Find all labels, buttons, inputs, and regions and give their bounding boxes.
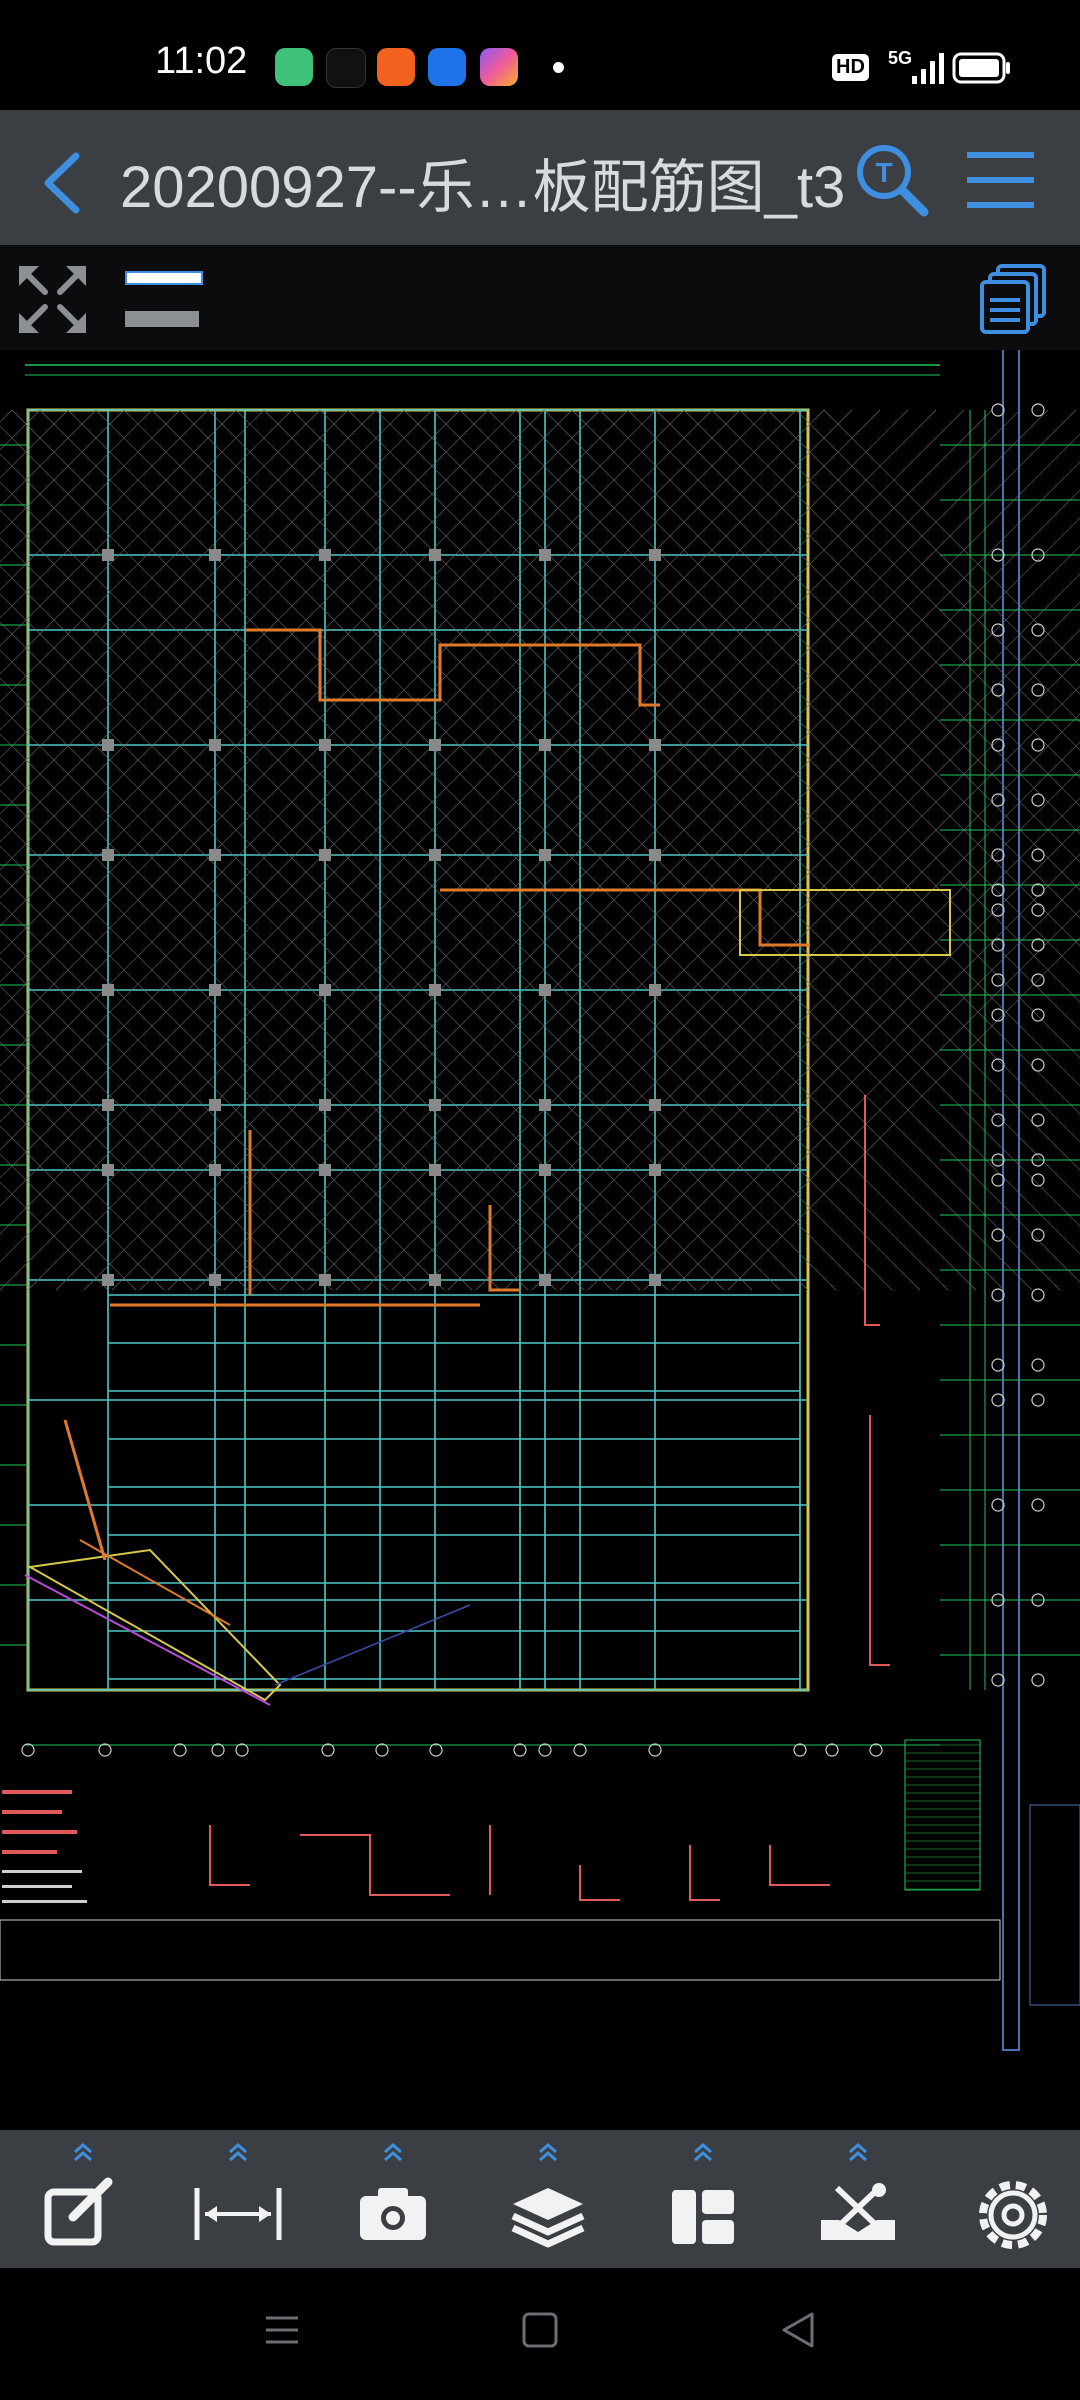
active-layout-indicator[interactable] — [125, 271, 203, 285]
status-bar: 11:02 HD 5G — [0, 0, 1080, 110]
back-nav-icon[interactable] — [778, 2310, 818, 2350]
inactive-layout-indicator[interactable] — [125, 311, 199, 327]
document-title: 20200927--乐…板配筋图_t3 — [120, 155, 846, 220]
home-icon[interactable] — [520, 2310, 560, 2350]
notification-dot — [553, 62, 564, 73]
fish-app-icon — [428, 48, 466, 86]
battery-icon — [952, 52, 1010, 84]
expand-arrows-icon[interactable] — [15, 262, 90, 337]
status-time: 11:02 — [155, 40, 248, 82]
edit-icon — [44, 2177, 113, 2246]
chevron-left-icon[interactable] — [38, 148, 88, 218]
signal-icon — [912, 53, 944, 84]
svg-text:T: T — [875, 157, 892, 188]
expand-up-icon — [849, 2143, 867, 2162]
network-label: 5G — [888, 48, 913, 68]
screenshot-tool-button[interactable] — [338, 2140, 448, 2260]
layers-icon — [511, 2188, 585, 2248]
toolbox-icon — [821, 2183, 895, 2240]
expand-up-icon — [539, 2143, 557, 2162]
camera-icon — [360, 2188, 426, 2240]
recent-apps-icon[interactable] — [262, 2310, 302, 2350]
drawing-subtoolbar — [0, 245, 1080, 350]
measure-tool-button[interactable] — [183, 2140, 293, 2260]
video-app-icon — [377, 48, 415, 86]
phone-app-icon — [275, 48, 313, 86]
shortcut-app-icon — [480, 48, 518, 86]
tiktok-app-icon — [326, 48, 366, 88]
expand-up-icon — [74, 2143, 92, 2162]
hd-badge: HD — [832, 54, 869, 81]
system-nav-bar — [0, 2268, 1080, 2400]
expand-up-icon — [229, 2143, 247, 2162]
cad-floor-plan — [0, 292, 1080, 2051]
expand-up-icon — [384, 2143, 402, 2162]
cad-drawing-canvas[interactable] — [0, 245, 1080, 2130]
app-header — [0, 110, 1080, 245]
settings-button[interactable] — [958, 2140, 1068, 2260]
measure-icon — [194, 2188, 282, 2240]
text-search-icon[interactable]: T — [852, 140, 932, 220]
edit-tool-button[interactable] — [28, 2140, 138, 2260]
tools-button[interactable] — [803, 2140, 913, 2260]
expand-up-icon — [694, 2143, 712, 2162]
sheets-stack-icon[interactable] — [980, 262, 1050, 337]
layers-tool-button[interactable] — [493, 2140, 603, 2260]
gear-icon — [979, 2181, 1047, 2249]
hamburger-menu-icon[interactable] — [962, 145, 1042, 215]
layout-tool-button[interactable] — [648, 2140, 758, 2260]
layout-icon — [672, 2190, 734, 2244]
